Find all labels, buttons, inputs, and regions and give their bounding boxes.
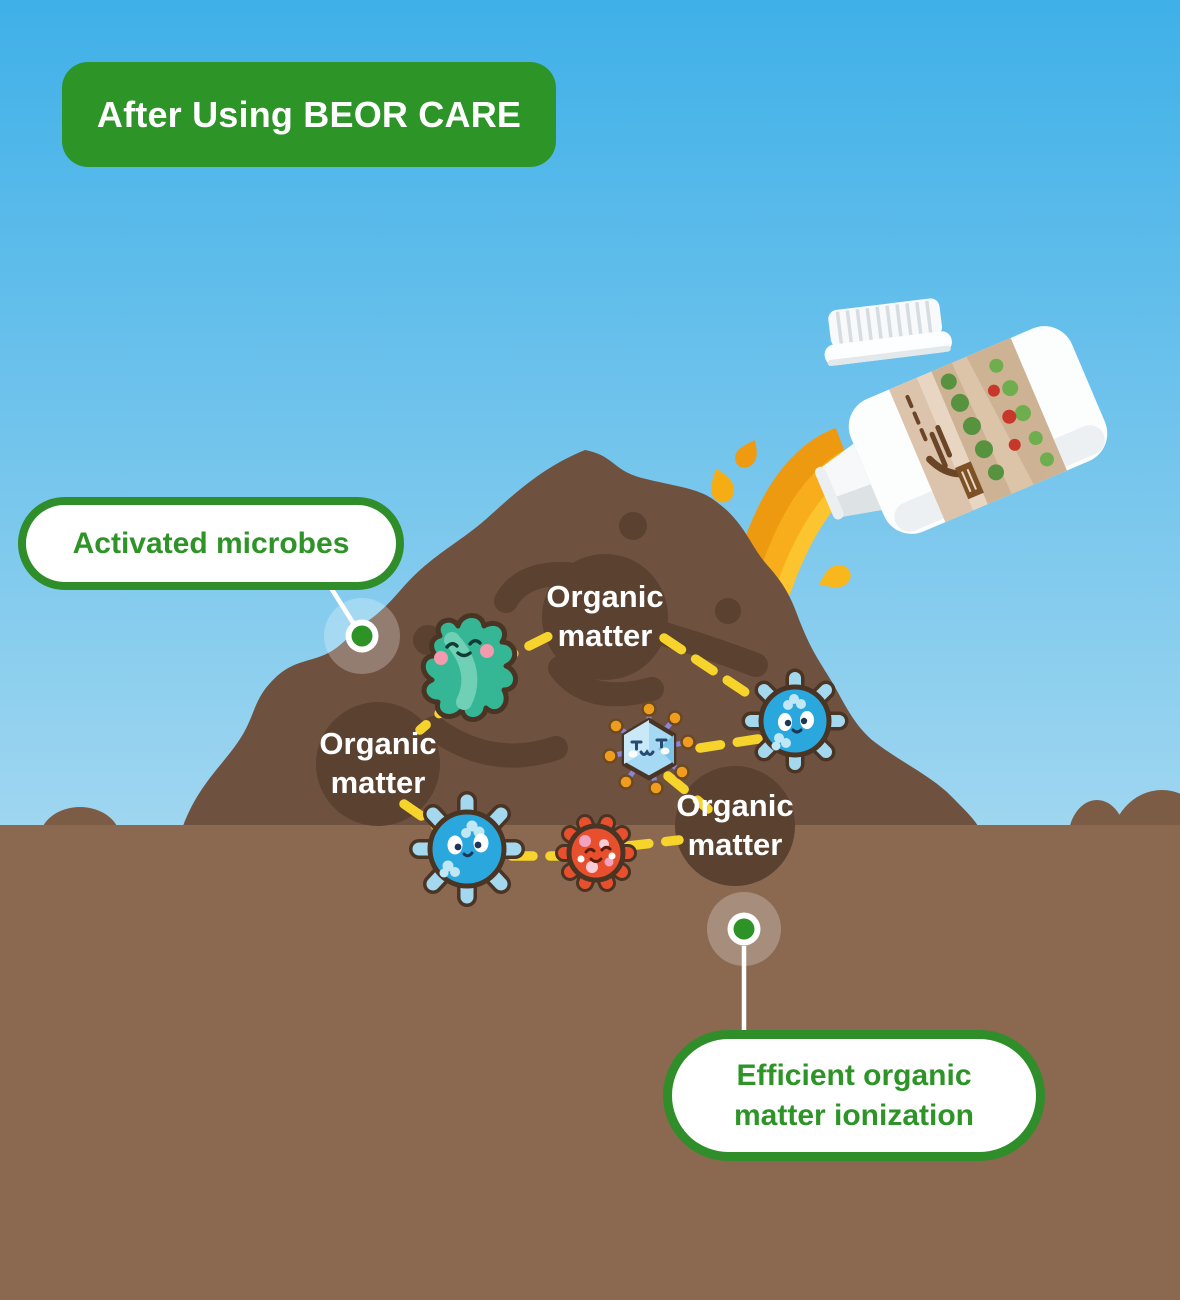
blue-round-microbe-2-icon: [409, 791, 525, 907]
crystal-virus-microbe-icon: [602, 701, 696, 796]
callout-efficient-line2: matter ionization: [733, 1098, 974, 1132]
droplet-icon: [711, 468, 735, 503]
green-dot: [733, 918, 755, 940]
connector-line: [329, 586, 359, 631]
bottle-label: [889, 337, 1067, 523]
callout-efficient-ionization: Efficient organic matter ionization: [663, 1030, 1045, 1161]
organic-matter-circle-bottom: [675, 766, 795, 886]
droplet-icon: [819, 565, 851, 588]
liquid-droplets: [711, 440, 851, 588]
organic-matter-label: matter: [558, 618, 653, 653]
title-banner: After Using BEOR CARE: [62, 62, 556, 167]
organic-matter-circle-top: [542, 554, 668, 680]
blue-round-microbe-icon: [741, 668, 849, 774]
organic-matter-label: Organic: [546, 579, 663, 614]
teal-amoeba-microbe-icon: [420, 613, 518, 722]
organic-matter-label: matter: [688, 827, 783, 862]
organic-matter-circle-left: [316, 702, 440, 826]
organic-matter-label: matter: [331, 765, 426, 800]
connector-efficient: [707, 892, 781, 1034]
droplet-icon: [735, 440, 757, 468]
callout-efficient-line1: Efficient organic: [736, 1058, 972, 1092]
green-dot: [351, 625, 373, 647]
organic-matter-label: Organic: [676, 788, 793, 823]
beor-care-bottle: [814, 326, 1108, 534]
red-spiky-microbe-icon: [555, 814, 637, 892]
callout-activated-microbes: Activated microbes: [18, 497, 404, 590]
title-banner-label: After Using BEOR CARE: [96, 93, 522, 135]
bottle-cap: [824, 298, 952, 366]
callout-activated-label: Activated microbes: [72, 526, 350, 560]
organic-matter-spots: [316, 554, 795, 886]
organic-matter-label: Organic: [319, 726, 436, 761]
connector-activated: [324, 586, 400, 674]
